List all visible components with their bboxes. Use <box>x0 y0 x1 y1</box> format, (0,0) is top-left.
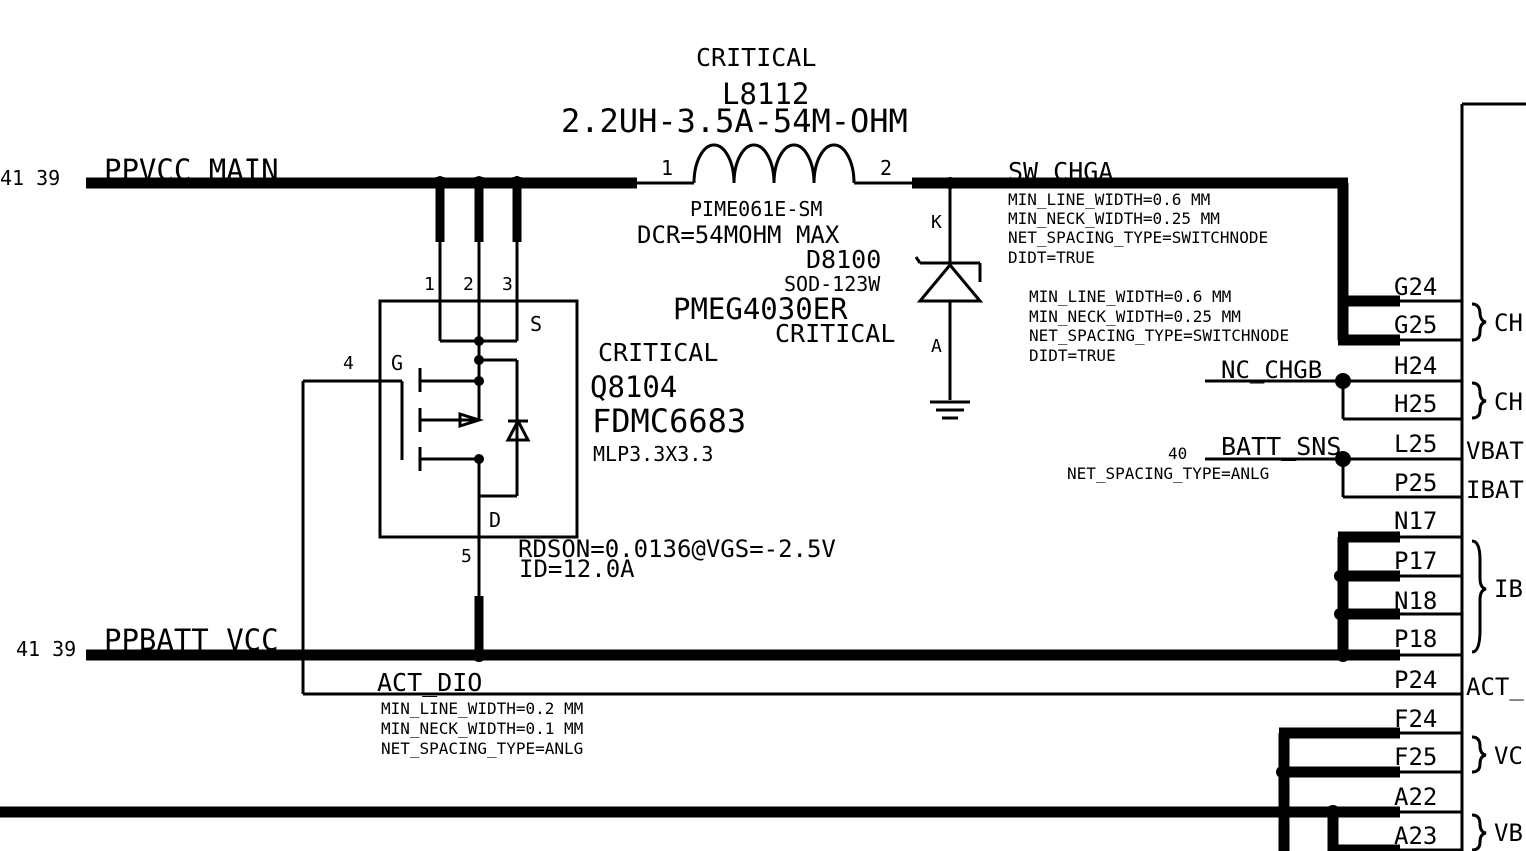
ic-pin-p25: P25 <box>1394 469 1437 497</box>
mosfet-part: FDMC6683 <box>592 402 746 440</box>
ppbatt-vcc-label: PPBATT_VCC <box>104 623 279 658</box>
mosfet-id: ID=12.0A <box>519 555 635 583</box>
ic-label-vc: VC <box>1494 742 1523 770</box>
net-ppbatt-vcc <box>86 648 1400 662</box>
ic-pin-p24: P24 <box>1394 666 1437 694</box>
mosfet-pin1: 1 <box>424 274 435 295</box>
chgb-prop-4: DIDT=TRUE <box>1029 346 1116 365</box>
ic-body <box>1460 102 1526 851</box>
mosfet-pin4: 4 <box>343 353 354 374</box>
mosfet-q8104 <box>303 242 579 656</box>
diode-d8100 <box>914 183 984 420</box>
ic-pin-n18: N18 <box>1394 587 1437 615</box>
inductor-l8112 <box>637 143 912 185</box>
ic-pin-a23: A23 <box>1394 822 1437 850</box>
ic-pin-a22: A22 <box>1394 783 1437 811</box>
ppvcc-main-label: PPVCC_MAIN <box>104 153 279 188</box>
diode-part: PMEG4030ER <box>673 292 848 326</box>
chgb-prop-2: MIN_NECK_WIDTH=0.25 MM <box>1029 307 1241 326</box>
chgb-prop-3: NET_SPACING_TYPE=SWITCHNODE <box>1029 326 1289 345</box>
mosfet-label-s: S <box>530 312 542 336</box>
mosfet-pin3: 3 <box>502 274 513 295</box>
act-dio-label: ACT_DIO <box>377 668 482 697</box>
mosfet-package: MLP3.3X3.3 <box>593 442 713 466</box>
inductor-value: 2.2UH-3.5A-54M-OHM <box>561 102 908 140</box>
inductor-pin1: 1 <box>661 156 673 180</box>
inductor-dcr: DCR=54MOHM MAX <box>637 221 840 249</box>
act-dio-prop-2: MIN_NECK_WIDTH=0.1 MM <box>381 719 583 738</box>
ic-pin-n17: N17 <box>1394 507 1437 535</box>
inductor-pin2: 2 <box>880 156 892 180</box>
sw-chga-prop-4: DIDT=TRUE <box>1008 248 1095 267</box>
sw-chga-label: SW_CHGA <box>1008 157 1113 186</box>
ic-pin-f24: F24 <box>1394 705 1437 733</box>
net-bottom <box>0 805 1400 851</box>
batt-sns-ref: 40 <box>1168 444 1187 463</box>
net-batt-sns <box>1205 451 1400 499</box>
net-vc-bus <box>1276 727 1400 851</box>
diode-pin-a: A <box>931 336 942 357</box>
mosfet-label-d: D <box>489 508 501 532</box>
inductor-package: PIME061E-SM <box>690 197 822 221</box>
diode-critical: CRITICAL <box>775 319 895 348</box>
diode-package: SOD-123W <box>784 272 881 296</box>
ppvcc-main-refs: 41 39 <box>0 166 60 190</box>
ic-label-ch2: CH <box>1494 388 1523 416</box>
ic-pin-l25: L25 <box>1394 430 1437 458</box>
ic-label-act: ACT_ <box>1466 673 1524 701</box>
ic-label-ch1: CH <box>1494 309 1523 337</box>
inductor-refdes: L8112 <box>722 77 809 111</box>
ic-label-ibat: IBAT <box>1466 476 1524 504</box>
batt-sns-prop-1: NET_SPACING_TYPE=ANLG <box>1067 464 1269 483</box>
diode-pin-k: K <box>931 212 942 233</box>
ic-label-vb: VB <box>1494 819 1523 847</box>
ic-pin-h24: H24 <box>1394 352 1437 380</box>
net-ppvcc-main <box>86 176 637 242</box>
ic-pin-f25: F25 <box>1394 743 1437 771</box>
ic-pin-stubs <box>1400 299 1462 851</box>
ic-label-vbat: VBAT <box>1466 437 1524 465</box>
ic-pin-g24: G24 <box>1394 273 1437 301</box>
net-sw-chga <box>912 177 1400 346</box>
mosfet-pin5: 5 <box>461 546 472 567</box>
inductor-critical: CRITICAL <box>696 43 816 72</box>
ppbatt-vcc-refs: 41 39 <box>16 637 76 661</box>
sw-chga-prop-2: MIN_NECK_WIDTH=0.25 MM <box>1008 209 1220 228</box>
mosfet-critical: CRITICAL <box>598 338 718 367</box>
mosfet-rdson: RDSON=0.0136@VGS=-2.5V <box>518 535 836 563</box>
diode-refdes: D8100 <box>806 245 881 274</box>
act-dio-prop-1: MIN_LINE_WIDTH=0.2 MM <box>381 699 583 718</box>
batt-sns-label: BATT_SNS <box>1221 432 1341 461</box>
act-dio-prop-3: NET_SPACING_TYPE=ANLG <box>381 739 583 758</box>
ic-pin-p18: P18 <box>1394 625 1437 653</box>
ic-pin-h25: H25 <box>1394 390 1437 418</box>
mosfet-refdes: Q8104 <box>590 370 677 404</box>
nc-chgb-label: NC_CHGB <box>1221 356 1322 384</box>
sw-chga-prop-1: MIN_LINE_WIDTH=0.6 MM <box>1008 190 1210 209</box>
ic-pin-p17: P17 <box>1394 547 1437 575</box>
chgb-prop-1: MIN_LINE_WIDTH=0.6 MM <box>1029 287 1231 306</box>
mosfet-label-g: G <box>391 351 403 375</box>
sw-chga-prop-3: NET_SPACING_TYPE=SWITCHNODE <box>1008 228 1268 247</box>
net-act-dio <box>301 381 1462 696</box>
net-nc-chgb <box>1205 373 1400 421</box>
ic-braces <box>1471 302 1487 851</box>
ic-pin-g25: G25 <box>1394 311 1437 339</box>
mosfet-pin2: 2 <box>463 274 474 295</box>
ic-label-ib: IB <box>1494 575 1523 603</box>
net-ib-bus <box>1334 531 1400 661</box>
